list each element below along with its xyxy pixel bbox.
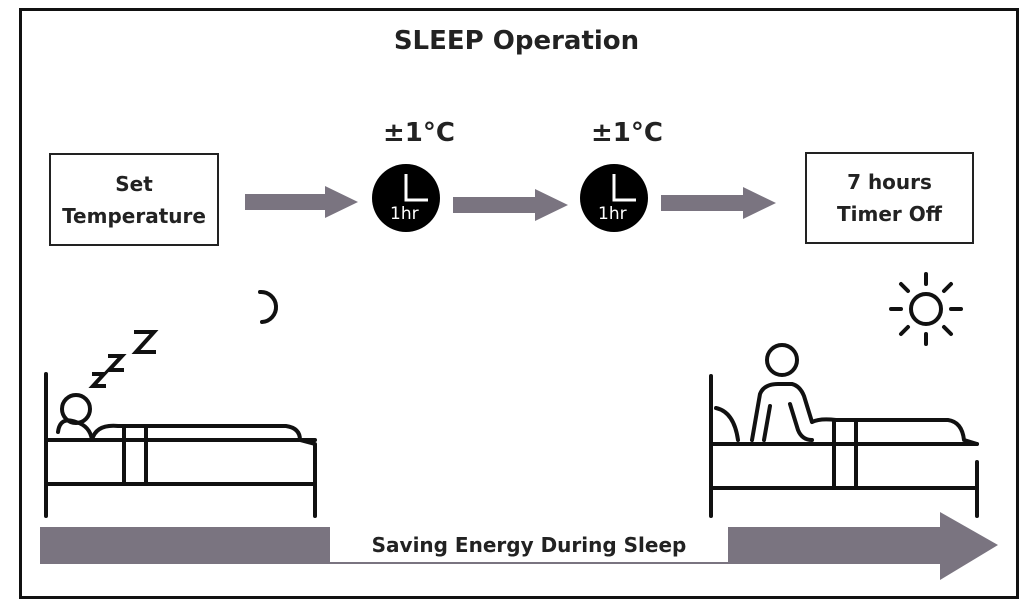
- flow-arrow-2: [453, 189, 568, 221]
- clock-interval-label: 1hr: [598, 204, 627, 224]
- saving-energy-banner: Saving Energy During Sleep: [330, 527, 728, 562]
- flow-arrow-1: [245, 186, 358, 218]
- flow-arrow-3: [661, 187, 776, 219]
- timer-off-line1: 7 hours: [847, 170, 932, 194]
- sun-icon: [889, 272, 963, 346]
- temp-change-label: ±1°C: [591, 118, 663, 148]
- diagram-title: SLEEP Operation: [393, 26, 640, 56]
- timer-off-line2: Timer Off: [837, 202, 942, 226]
- set-temperature-line1: Set: [115, 171, 153, 196]
- zzz-icon: [88, 330, 159, 388]
- diagram-frame: [19, 8, 1019, 599]
- clock-icon: [372, 164, 440, 232]
- set-temperature-line2: Temperature: [62, 203, 206, 228]
- moon-icon: [258, 289, 279, 324]
- clock-interval-label: 1hr: [390, 204, 419, 224]
- temp-change-label: ±1°C: [383, 118, 455, 148]
- clock-icon: [580, 164, 648, 232]
- sleeping-person-bed-icon: [44, 372, 317, 518]
- set-temperature-box: Set Temperature: [49, 153, 219, 246]
- sitting-person-bed-icon: [709, 343, 979, 518]
- timer-off-box: 7 hours Timer Off: [805, 152, 974, 244]
